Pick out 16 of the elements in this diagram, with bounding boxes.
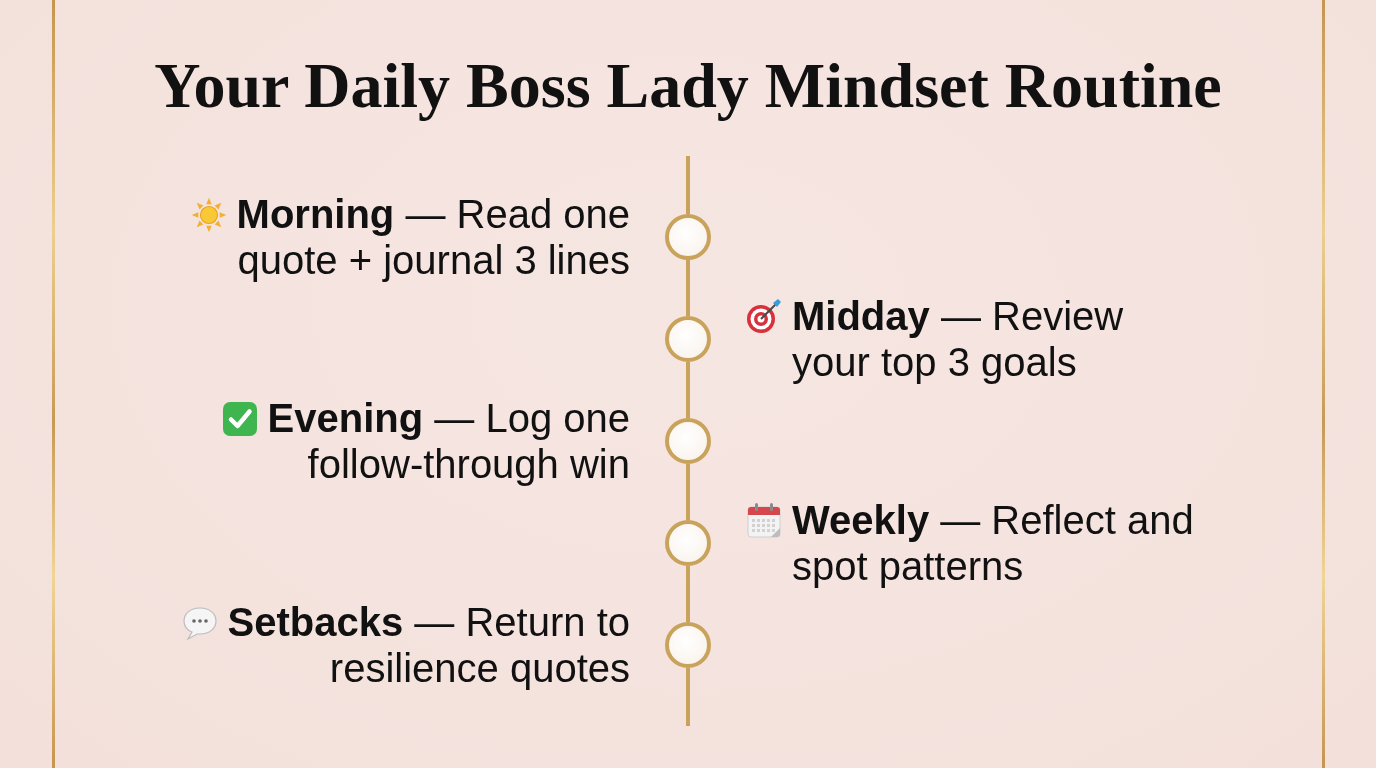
step-description: Morning — Read one quote + journal 3 lines <box>236 192 630 282</box>
timeline-line <box>686 260 690 316</box>
timeline-line <box>686 668 690 726</box>
milestone-circle <box>665 520 711 566</box>
timeline-line <box>686 566 690 622</box>
step-description: Setbacks — Return to resilience quotes <box>227 600 630 690</box>
milestone-circle <box>665 316 711 362</box>
timeline-line <box>686 156 690 214</box>
milestone-circle <box>665 418 711 464</box>
milestone-circle <box>665 622 711 668</box>
step-description: Midday — Review your top 3 goals <box>792 293 1125 385</box>
milestone-circle <box>665 214 711 260</box>
step-description: Evening — Log one follow-through win <box>267 396 630 486</box>
timeline-line <box>686 362 690 418</box>
timeline-line <box>686 464 690 520</box>
step-description: Weekly — Reflect and spot patterns <box>792 497 1195 589</box>
